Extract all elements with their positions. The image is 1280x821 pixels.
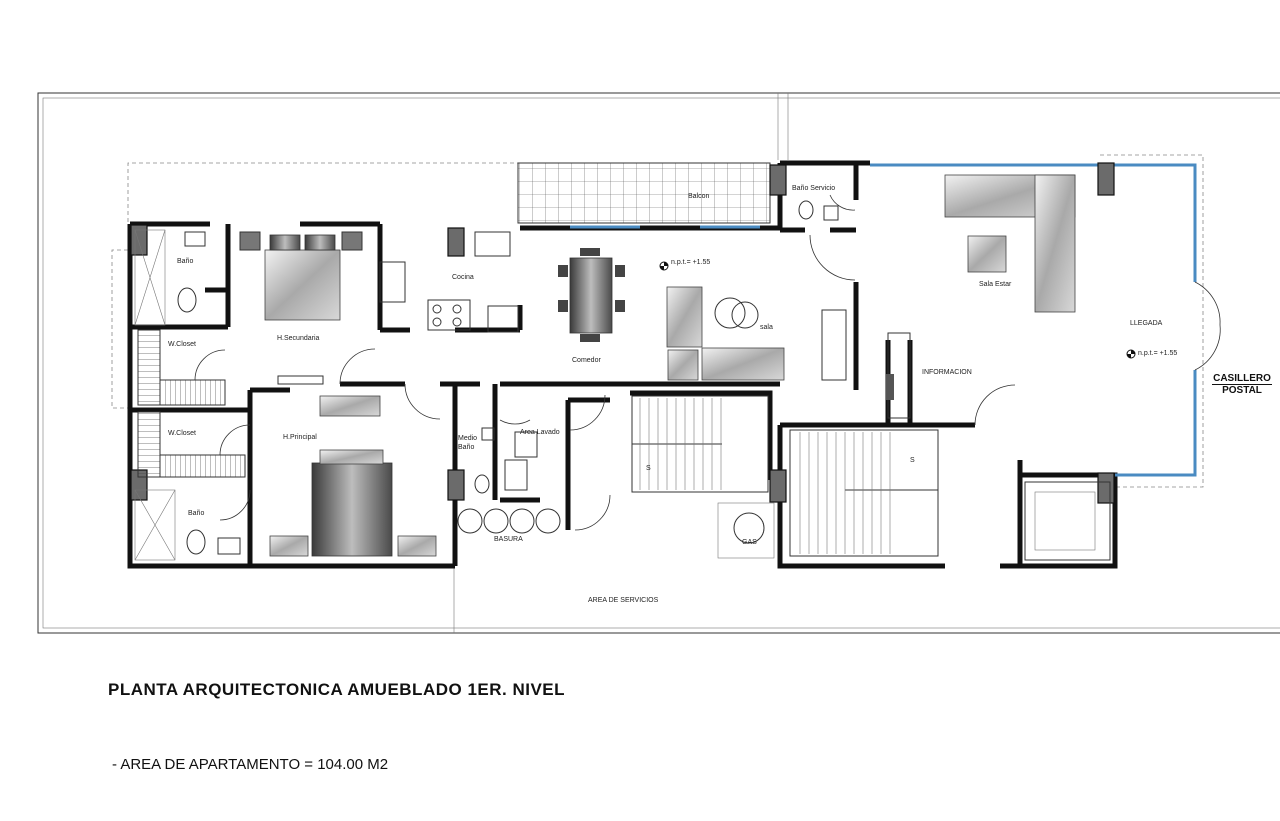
area-note: - AREA DE APARTAMENTO = 104.00 M2 bbox=[112, 756, 389, 773]
label-sala-estar: Sala Estar bbox=[979, 281, 1012, 288]
label-wcloset-top: W.Closet bbox=[168, 341, 196, 348]
label-area-lavado: Area Lavado bbox=[520, 429, 560, 436]
label-npt-right: n.p.t.= +1.55 bbox=[1138, 350, 1177, 357]
label-bano-bottom: Baño bbox=[188, 510, 204, 517]
casillero-postal-label: CASILLERO POSTAL bbox=[1212, 373, 1272, 396]
closet-bottom bbox=[137, 411, 161, 478]
label-balcon: Balcon bbox=[688, 193, 710, 200]
closet-top bbox=[137, 329, 161, 406]
label-comedor: Comedor bbox=[572, 357, 601, 364]
label-bano-servicio: Baño Servicio bbox=[792, 185, 835, 192]
doors bbox=[194, 194, 1221, 531]
label-gas: GAS bbox=[742, 539, 757, 546]
kitchen bbox=[379, 231, 519, 333]
label-h-secundaria: H.Secundaria bbox=[277, 335, 320, 342]
balcony-floor bbox=[517, 162, 771, 224]
dining-table bbox=[558, 248, 625, 342]
sala-estar-sofa bbox=[944, 174, 1076, 313]
plan-title: PLANTA ARQUITECTONICA AMUEBLADO 1ER. NIV… bbox=[108, 680, 566, 699]
level-marker-left bbox=[659, 261, 669, 271]
basura-bins bbox=[457, 508, 561, 534]
label-npt-left: n.p.t.= +1.55 bbox=[671, 259, 710, 266]
stairs-left bbox=[631, 395, 769, 493]
floor-plan: Balcon Baño Servicio Baño Cocina W.Close… bbox=[37, 92, 1280, 634]
elevator bbox=[1024, 481, 1111, 561]
label-sala: sala bbox=[760, 324, 773, 331]
stair-mark-right: S bbox=[910, 457, 915, 464]
bed-secondary bbox=[239, 231, 363, 385]
label-llegada: LLEGADA bbox=[1130, 320, 1163, 327]
casillero-line2: POSTAL bbox=[1212, 384, 1272, 396]
stairs-right bbox=[789, 429, 939, 557]
label-informacion: INFORMACION bbox=[922, 369, 972, 376]
label-h-principal: H.Principal bbox=[283, 434, 317, 441]
label-cocina: Cocina bbox=[452, 274, 474, 281]
bathroom-top bbox=[134, 229, 206, 326]
level-marker-right bbox=[1126, 349, 1136, 359]
living-sala bbox=[666, 286, 847, 381]
bathroom-bottom bbox=[134, 489, 241, 561]
label-area-servicios: AREA DE SERVICIOS bbox=[588, 597, 659, 604]
glass-facade bbox=[570, 163, 1197, 477]
bed-principal bbox=[269, 395, 437, 557]
label-basura: BASURA bbox=[494, 536, 523, 543]
label-bano-top: Baño bbox=[177, 258, 193, 265]
label-wcloset-bottom: W.Closet bbox=[168, 430, 196, 437]
casillero-line1: CASILLERO bbox=[1213, 373, 1271, 384]
property-boundary bbox=[37, 92, 1280, 634]
stair-mark-left: S bbox=[646, 465, 651, 472]
